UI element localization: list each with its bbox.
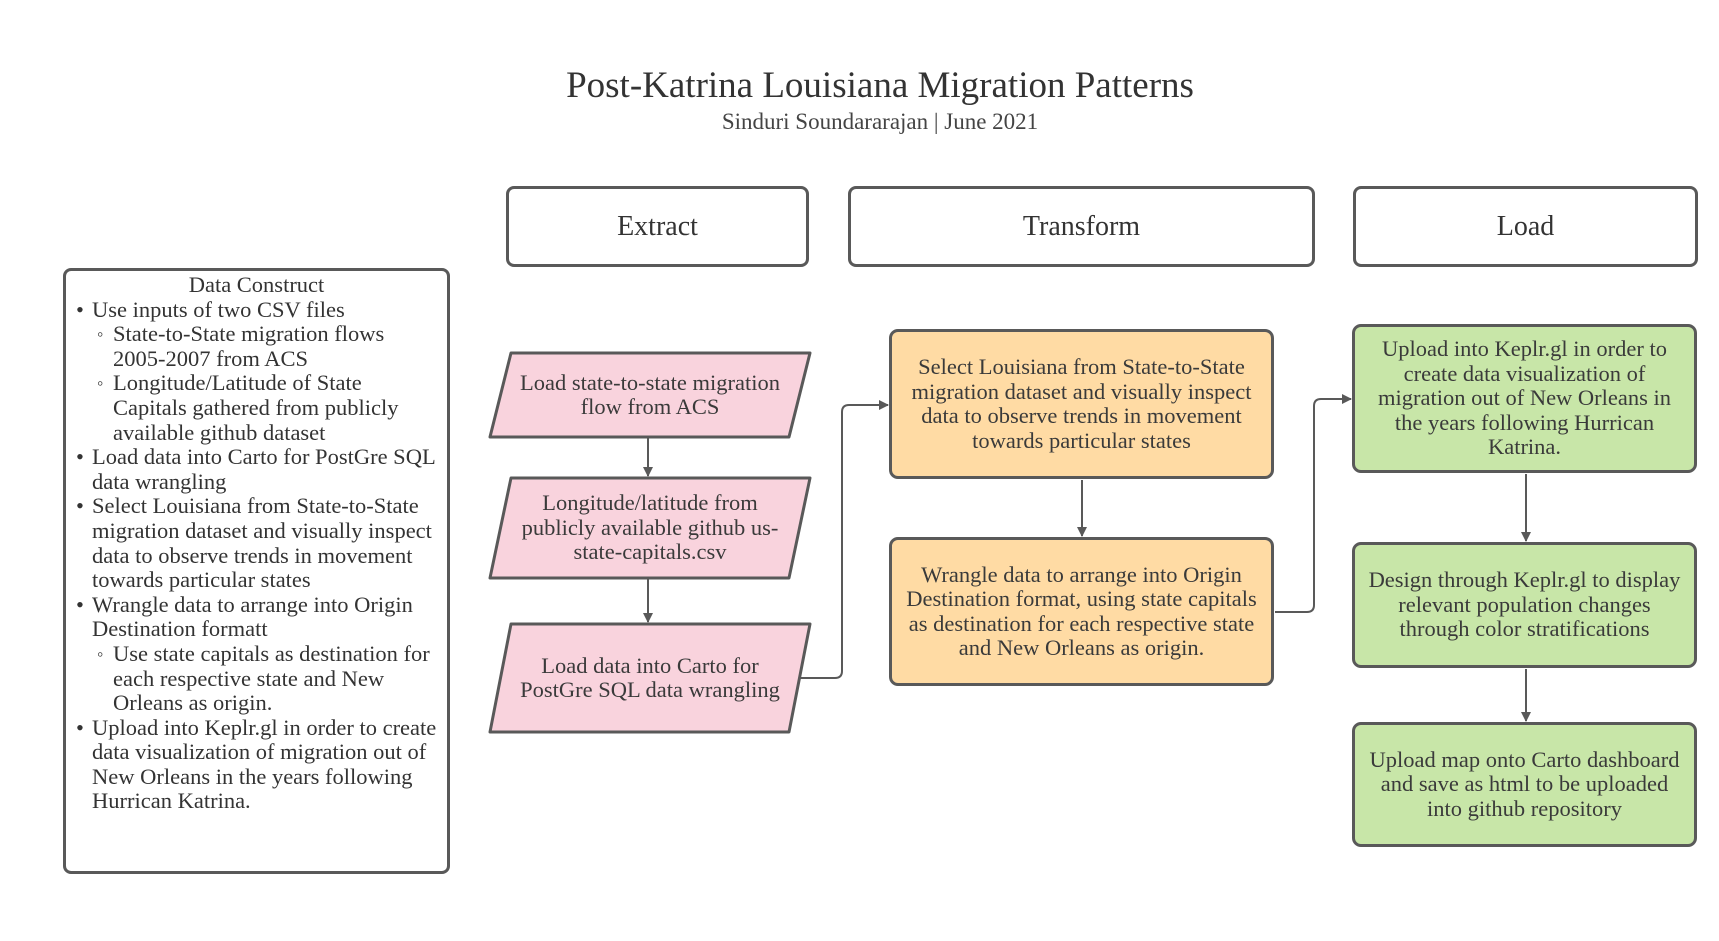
extract-step-1: Load state-to-state migration flow from … xyxy=(520,369,780,419)
construct-bullet: Upload into Keplr.gl in order to create … xyxy=(76,715,437,814)
construct-subbullet: State-to-State migration flows 2005-2007… xyxy=(76,321,437,371)
load-step-1: Upload into Keplr.gl in order to create … xyxy=(1352,324,1697,473)
diagram-subtitle: Sinduri Soundararajan | June 2021 xyxy=(721,109,1039,134)
data-construct-box: Data Construct Use inputs of two CSV fil… xyxy=(63,268,450,874)
arrow-extract-to-transform xyxy=(800,400,889,679)
extract-step-2-shape xyxy=(488,476,812,580)
load-step-3: Upload map onto Carto dashboard and save… xyxy=(1352,722,1697,847)
extract-step-3-shape xyxy=(488,622,812,734)
extract-step-1-shape xyxy=(488,351,812,439)
construct-bullet: Load data into Carto for PostGre SQL dat… xyxy=(76,444,437,494)
transform-header: Transform xyxy=(848,186,1315,267)
diagram-title: Post-Katrina Louisiana Migration Pattern… xyxy=(566,65,1194,106)
transform-step-1: Select Louisiana from State-to-State mig… xyxy=(889,329,1274,479)
data-construct-title: Data Construct xyxy=(188,272,325,297)
construct-bullet: Wrangle data to arrange into Origin Dest… xyxy=(76,592,437,642)
construct-subbullet: Longitude/Latitude of State Capitals gat… xyxy=(76,371,437,445)
load-header: Load xyxy=(1353,186,1698,267)
construct-bullet: Select Louisiana from State-to-State mig… xyxy=(76,493,437,592)
load-step-2: Design through Keplr.gl to display relev… xyxy=(1352,542,1697,668)
arrow-transform-to-load xyxy=(1275,394,1352,613)
transform-step-2: Wrangle data to arrange into Origin Dest… xyxy=(889,537,1274,686)
construct-bullet: Use inputs of two CSV files xyxy=(76,297,437,323)
extract-step-2: Longitude/latitude from publicly availab… xyxy=(521,490,779,565)
extract-header: Extract xyxy=(506,186,809,267)
construct-subbullet: Use state capitals as destination for ea… xyxy=(76,641,437,716)
extract-step-3: Load data into Carto for PostGre SQL dat… xyxy=(520,652,780,702)
